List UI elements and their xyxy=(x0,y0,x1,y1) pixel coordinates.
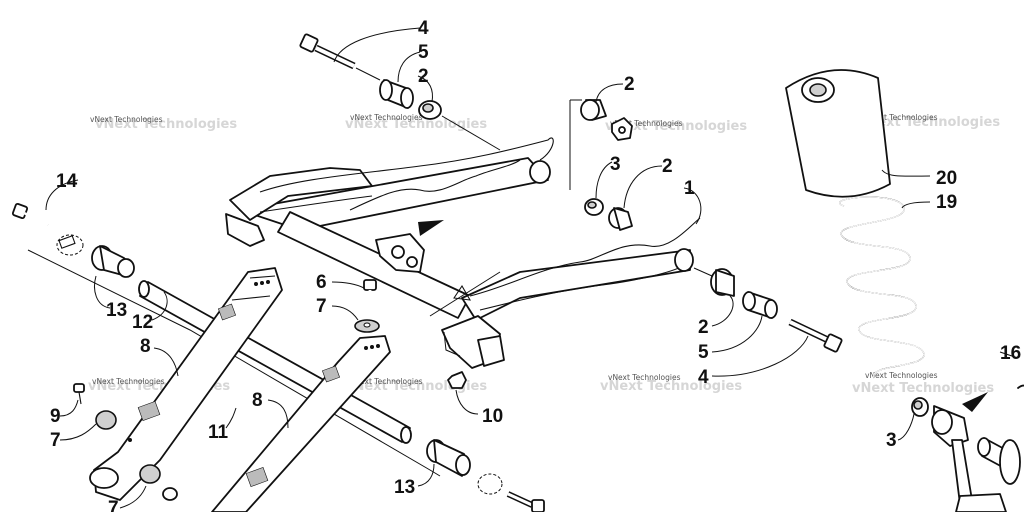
callout-3-center: 3 xyxy=(610,154,621,175)
washer-7-left xyxy=(95,410,132,442)
callout-6: 6 xyxy=(316,272,327,293)
callout-4-lower: 4 xyxy=(698,367,709,388)
rail-8-rear xyxy=(211,335,391,512)
watermark-ghost: vNext Technologies xyxy=(605,119,747,134)
axis-line xyxy=(693,267,713,277)
axis-line xyxy=(355,67,381,81)
bushing-2-lower xyxy=(710,268,735,297)
bolt-6 xyxy=(363,279,377,316)
washer-7-lower xyxy=(139,464,178,501)
callout-labels: 4 5 2 2 3 2 1 2 5 4 20 19 16 3 14 13 12 … xyxy=(50,18,1021,512)
watermark-ghost: vNext Technologies xyxy=(600,379,742,394)
callout-8-center: 8 xyxy=(252,390,263,411)
callout-7-left: 7 xyxy=(50,430,61,451)
nut-3-center xyxy=(584,198,604,216)
direction-arrow xyxy=(418,220,444,236)
watermark: vNext Technologies xyxy=(350,113,423,122)
shock-body xyxy=(931,405,1007,512)
callout-8-left: 8 xyxy=(140,336,151,357)
callout-11: 11 xyxy=(208,422,229,443)
callout-7-bottom: 7 xyxy=(108,498,119,512)
bushing-13-left xyxy=(91,245,135,278)
watermark-ghost: vNext Technologies xyxy=(852,381,994,396)
callout-1: 1 xyxy=(684,178,695,199)
callout-9: 9 xyxy=(50,406,61,427)
callout-2-center: 2 xyxy=(662,156,673,177)
callout-13-right: 13 xyxy=(394,477,415,498)
clip-ring-right xyxy=(477,473,503,495)
nut-10 xyxy=(447,371,467,389)
axis-line xyxy=(441,115,501,151)
bushing-2-upper-right xyxy=(580,99,607,121)
part-16-edge xyxy=(1017,384,1024,393)
spacer-5-top xyxy=(379,79,414,109)
bolt-4-lower xyxy=(788,318,843,353)
watermark: vNext Technologies xyxy=(608,373,681,382)
shock-boot-20 xyxy=(785,69,891,198)
clip-ring-left xyxy=(56,234,84,256)
callout-10: 10 xyxy=(482,406,503,427)
watermark: vNext Technologies xyxy=(90,115,163,124)
spring-19 xyxy=(839,196,925,379)
callout-20: 20 xyxy=(936,168,957,189)
rail-8-front xyxy=(89,267,283,501)
bolt-4-top xyxy=(299,33,356,70)
callout-2-top: 2 xyxy=(418,66,429,87)
watermark-ghost: vNext Technologies xyxy=(345,117,487,132)
callout-13-left: 13 xyxy=(106,300,127,321)
bushing-right-edge xyxy=(977,437,1021,485)
watermark-ghost: vNext Technologies xyxy=(95,117,237,132)
callout-7-center: 7 xyxy=(316,296,327,317)
watermark: vNext Technologies xyxy=(610,119,683,128)
watermark: vNext Technologies xyxy=(865,371,938,380)
watermark: vNext Technologies xyxy=(350,377,423,386)
screw-9 xyxy=(73,383,85,405)
callout-19: 19 xyxy=(936,192,957,213)
bushing-13-right xyxy=(426,439,471,477)
callout-5-top: 5 xyxy=(418,42,429,63)
nut-3-upper xyxy=(611,117,633,141)
swing-arm-beam xyxy=(277,211,471,319)
direction-arrow xyxy=(962,392,988,412)
nut-3-lower xyxy=(911,397,929,417)
spacer-5-lower xyxy=(742,291,778,319)
watermark-ghost: vNext Technologies xyxy=(858,115,1000,130)
callout-16: 16 xyxy=(1000,343,1021,364)
watermark-group: vNext Technologies vNext Technologies vN… xyxy=(88,113,1000,396)
leader-lines xyxy=(45,27,1019,509)
watermark: vNext Technologies xyxy=(92,377,165,386)
callout-12: 12 xyxy=(132,312,153,333)
bolt-lower-right xyxy=(506,491,545,512)
swing-arm-lower xyxy=(441,217,701,369)
callout-5-lower: 5 xyxy=(698,342,709,363)
bushing-2-top xyxy=(418,100,442,120)
leader-line xyxy=(429,271,501,317)
leader-line xyxy=(443,331,461,357)
bushing-2-center xyxy=(608,207,633,231)
callout-4-top: 4 xyxy=(418,18,429,39)
bolt-14 xyxy=(11,202,49,227)
watermark: vNext Technologies xyxy=(865,113,938,122)
washer-7-center xyxy=(354,319,380,333)
callout-3-lower: 3 xyxy=(886,430,897,451)
callout-2-upper-right: 2 xyxy=(624,74,635,95)
callout-2-lower: 2 xyxy=(698,317,709,338)
callout-14: 14 xyxy=(56,171,78,192)
swing-arm-upper xyxy=(225,137,554,247)
